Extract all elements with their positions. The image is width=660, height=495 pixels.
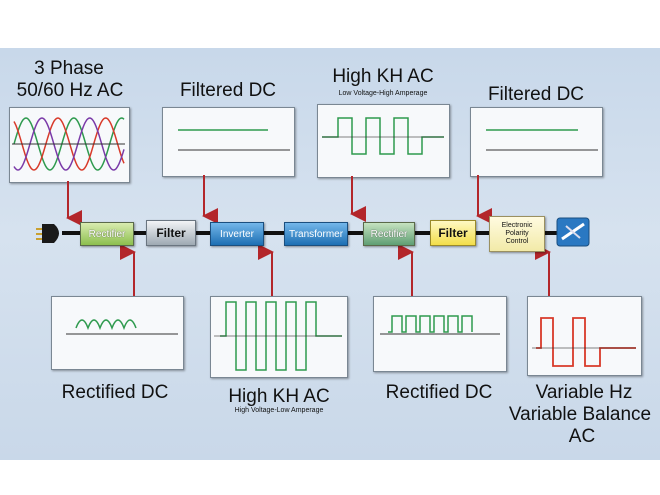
panel-high-kh-ac-top bbox=[317, 104, 450, 178]
rectified-dc-2-wave bbox=[380, 315, 500, 335]
label-filtered-dc-1: Filtered DC bbox=[179, 80, 277, 101]
variable-ac-wave bbox=[532, 317, 636, 367]
high-kh-ac-bottom-wave bbox=[214, 301, 342, 371]
polarity-line1: Electronic bbox=[501, 222, 533, 229]
label-high-kh-ac-top-sub: Low Voltage-High Amperage bbox=[338, 90, 428, 97]
transformer-block: Transformer bbox=[284, 222, 348, 246]
label-high-kh-ac-bottom: High KH AC bbox=[228, 386, 330, 407]
panel-rectified-dc-1 bbox=[51, 296, 184, 370]
filtered-dc-2-wave bbox=[486, 129, 598, 151]
polarity-line3: Control bbox=[505, 238, 529, 245]
filtered-dc-1-wave bbox=[178, 129, 290, 151]
label-filtered-dc-2: Filtered DC bbox=[487, 84, 585, 105]
rectifier-1-block: Rectifier bbox=[80, 222, 134, 246]
label-variable-balance: Variable Balance bbox=[508, 404, 652, 425]
label-rectified-dc-2: Rectified DC bbox=[385, 382, 493, 403]
label-high-kh-ac-top: High KH AC bbox=[332, 66, 434, 87]
panel-high-kh-ac-bottom bbox=[210, 296, 348, 378]
filter-1-block: Filter bbox=[146, 220, 196, 246]
label-variable-hz: Variable Hz bbox=[535, 382, 633, 403]
filter-2-block: Filter bbox=[430, 220, 476, 246]
label-three-phase-1: 3 Phase bbox=[34, 58, 104, 79]
rectifier-2-block: Rectifier bbox=[363, 222, 415, 246]
label-high-kh-ac-bottom-sub: High Voltage-Low Amperage bbox=[234, 407, 324, 414]
label-ac: AC bbox=[568, 426, 596, 447]
rectified-dc-1-wave bbox=[66, 319, 178, 335]
welding-torch-icon bbox=[556, 217, 590, 247]
plug-icon bbox=[36, 224, 59, 243]
connector-arrows bbox=[66, 175, 551, 296]
label-rectified-dc-1: Rectified DC bbox=[61, 382, 169, 403]
panel-filtered-dc-1 bbox=[162, 107, 295, 177]
polarity-control-block: Electronic Polarity Control bbox=[489, 216, 545, 252]
panel-filtered-dc-2 bbox=[470, 107, 603, 177]
label-three-phase-2: 50/60 Hz AC bbox=[16, 80, 124, 101]
high-kh-ac-top-wave bbox=[322, 117, 444, 155]
polarity-line2: Polarity bbox=[505, 230, 529, 237]
inverter-block: Inverter bbox=[210, 222, 264, 246]
three-phase-waves bbox=[12, 117, 125, 171]
